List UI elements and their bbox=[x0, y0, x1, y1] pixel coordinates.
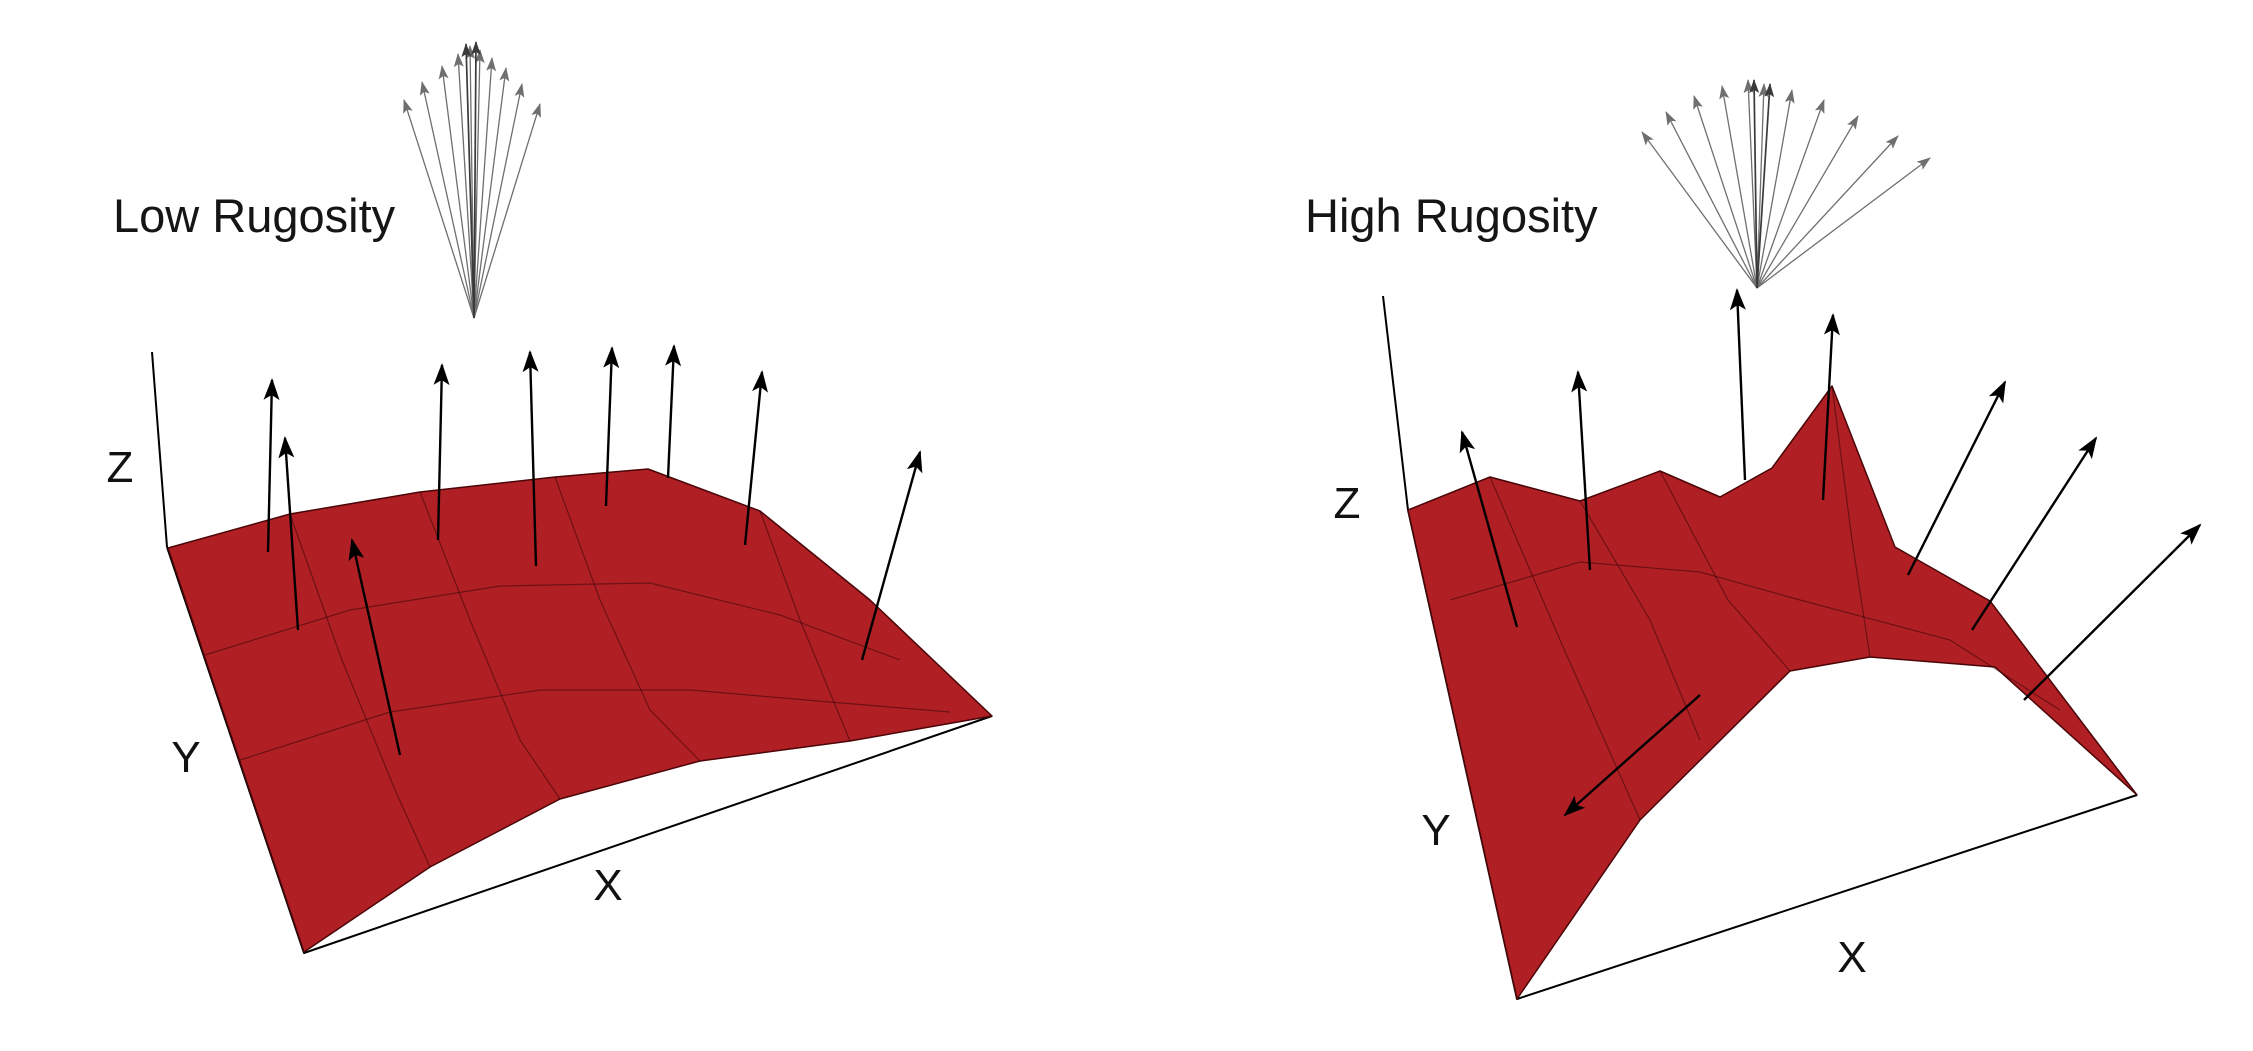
distribution-arrow bbox=[1756, 83, 1769, 289]
distribution-arrow bbox=[470, 41, 481, 319]
distribution-arrow bbox=[1743, 79, 1758, 289]
normal-vector-cluster-high bbox=[1641, 79, 1931, 289]
z-axis-line bbox=[1382, 295, 1409, 511]
surface-low bbox=[167, 468, 993, 953]
normal-arrow bbox=[1906, 380, 2007, 576]
panel-high: High Rugosity bbox=[1305, 79, 2202, 1000]
mesh-line bbox=[239, 689, 951, 761]
normal-arrow bbox=[263, 378, 280, 553]
normal-arrow bbox=[665, 344, 682, 479]
normal-arrow bbox=[603, 346, 620, 507]
distribution-arrow bbox=[419, 81, 475, 319]
surface-plot-high: Z Y X bbox=[1334, 288, 2202, 1000]
mesh-line bbox=[1579, 500, 1701, 741]
surface-high bbox=[1407, 385, 2138, 1000]
distribution-arrow bbox=[438, 65, 475, 319]
distribution-arrow bbox=[473, 83, 525, 319]
panel-high-title: High Rugosity bbox=[1305, 189, 1598, 242]
distribution-arrow bbox=[403, 99, 475, 319]
z-axis-label-high: Z bbox=[1334, 479, 1361, 528]
surface-normals-high bbox=[1459, 288, 2202, 817]
normal-arrow bbox=[1571, 370, 1592, 571]
distribution-arrow bbox=[473, 103, 541, 319]
panel-low-title: Low Rugosity bbox=[113, 189, 396, 242]
distribution-arrow bbox=[1756, 157, 1931, 289]
normal-arrow bbox=[1459, 430, 1519, 628]
x-axis-label-high: X bbox=[1837, 933, 1866, 982]
y-axis-label-high: Y bbox=[1421, 806, 1450, 855]
normal-arrow bbox=[2023, 523, 2202, 701]
y-axis-label-low: Y bbox=[171, 733, 200, 782]
normal-arrow bbox=[1563, 694, 1701, 817]
normal-arrow bbox=[278, 436, 300, 631]
panel-low: Low Rugosity bbox=[107, 41, 993, 954]
distribution-arrow bbox=[1756, 89, 1795, 289]
normal-vector-cluster-low bbox=[403, 41, 541, 319]
distribution-arrow bbox=[453, 53, 475, 319]
distribution-arrow bbox=[1756, 115, 1859, 289]
mesh-line bbox=[1489, 476, 1641, 821]
surface-normals-low bbox=[263, 344, 923, 756]
distribution-arrow bbox=[1665, 111, 1758, 289]
normal-arrow bbox=[743, 370, 769, 546]
normal-arrow bbox=[522, 350, 539, 567]
normal-arrow bbox=[348, 538, 402, 756]
mesh-line bbox=[204, 582, 901, 661]
normal-arrow bbox=[433, 363, 450, 541]
surface-mesh-high bbox=[1449, 385, 2061, 821]
surface-plot-low: Z Y X bbox=[107, 344, 993, 954]
mesh-line bbox=[759, 510, 851, 742]
normal-arrow bbox=[1821, 313, 1840, 501]
z-axis-line bbox=[151, 351, 168, 548]
surface-mesh-low bbox=[204, 476, 951, 868]
distribution-arrow bbox=[473, 57, 497, 319]
distribution-arrow bbox=[1756, 83, 1775, 289]
distribution-arrow bbox=[1693, 95, 1758, 289]
normal-arrow bbox=[1970, 436, 2098, 631]
distribution-arrow bbox=[461, 43, 475, 319]
distribution-arrow bbox=[473, 67, 510, 319]
distribution-arrow bbox=[1756, 135, 1899, 289]
mesh-line bbox=[1831, 385, 1871, 658]
distribution-arrow bbox=[1756, 99, 1825, 289]
normal-arrow bbox=[1729, 288, 1747, 481]
distribution-arrow bbox=[1719, 85, 1758, 289]
mesh-line bbox=[1449, 561, 2061, 711]
distribution-arrow bbox=[1641, 131, 1758, 289]
mesh-line bbox=[1659, 470, 1791, 672]
z-axis-label-low: Z bbox=[107, 443, 134, 492]
x-axis-label-low: X bbox=[593, 861, 622, 910]
mesh-line bbox=[554, 476, 701, 762]
distribution-arrow bbox=[1749, 79, 1760, 289]
normal-arrow bbox=[860, 450, 923, 661]
mesh-line bbox=[289, 513, 431, 868]
mesh-line bbox=[419, 491, 561, 800]
